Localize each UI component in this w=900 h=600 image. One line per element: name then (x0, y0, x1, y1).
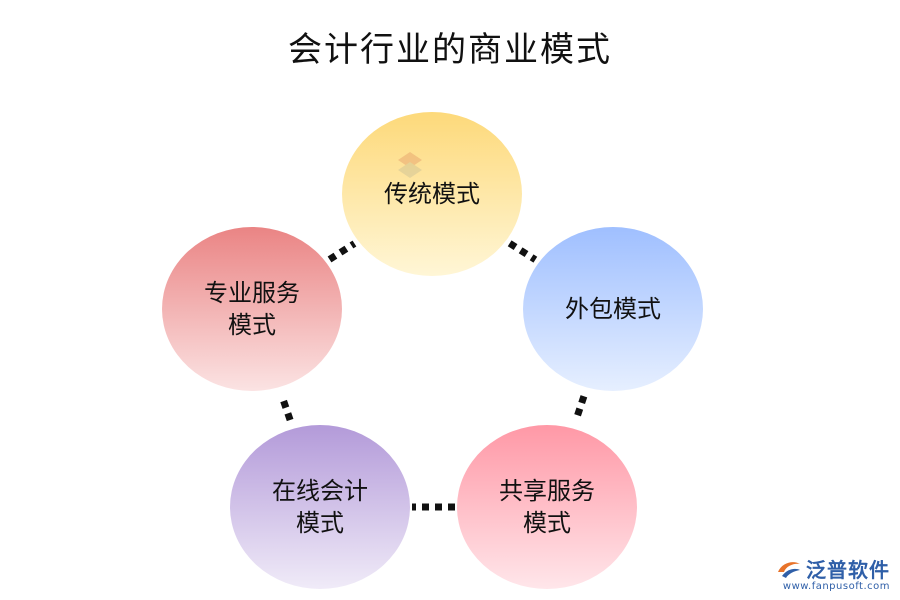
connectors (278, 240, 588, 511)
connector-traditional-outsourcing (507, 240, 538, 263)
connector-professional-service-traditional (327, 240, 357, 263)
connector-outsourcing-shared-service (572, 395, 588, 421)
diagram-title: 会计行业的商业模式 (288, 30, 612, 70)
node-circle-shared-service (457, 425, 637, 589)
node-circle-outsourcing (523, 227, 703, 391)
circles (162, 112, 703, 589)
node-circle-traditional (342, 112, 522, 276)
brand-logo: 泛普软件 www.fanpusoft.com (776, 554, 890, 592)
watermark-logo-icon (398, 152, 422, 178)
node-circle-online-accounting (230, 425, 410, 589)
brand-name: 泛普软件 (806, 558, 890, 582)
brand-url: www.fanpusoft.com (782, 581, 890, 592)
connector-online-accounting-professional-service (278, 394, 294, 422)
brand-swirl-icon (778, 561, 800, 578)
node-circle-professional-service (162, 227, 342, 391)
